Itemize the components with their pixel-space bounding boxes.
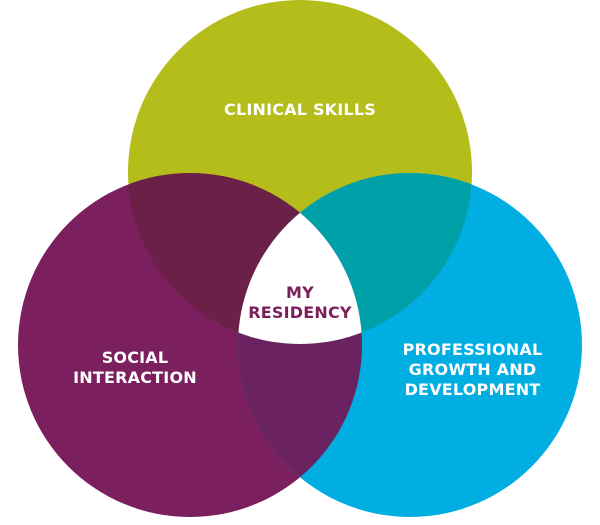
my-residency-label: MY RESIDENCY <box>230 283 370 323</box>
center-overlap <box>238 173 362 344</box>
professional-growth-label: PROFESSIONAL GROWTH AND DEVELOPMENT <box>385 340 560 400</box>
label-line: DEVELOPMENT <box>404 380 541 399</box>
label-line: GROWTH AND <box>408 360 537 379</box>
label-line: MY <box>286 283 314 302</box>
label-line: INTERACTION <box>73 368 197 387</box>
label-text: CLINICAL SKILLS <box>224 100 376 119</box>
label-line: PROFESSIONAL <box>402 340 543 359</box>
social-interaction-label: SOCIAL INTERACTION <box>50 348 220 388</box>
label-line: RESIDENCY <box>248 303 352 322</box>
clinical-skills-label: CLINICAL SKILLS <box>200 100 400 120</box>
label-line: SOCIAL <box>101 348 169 367</box>
